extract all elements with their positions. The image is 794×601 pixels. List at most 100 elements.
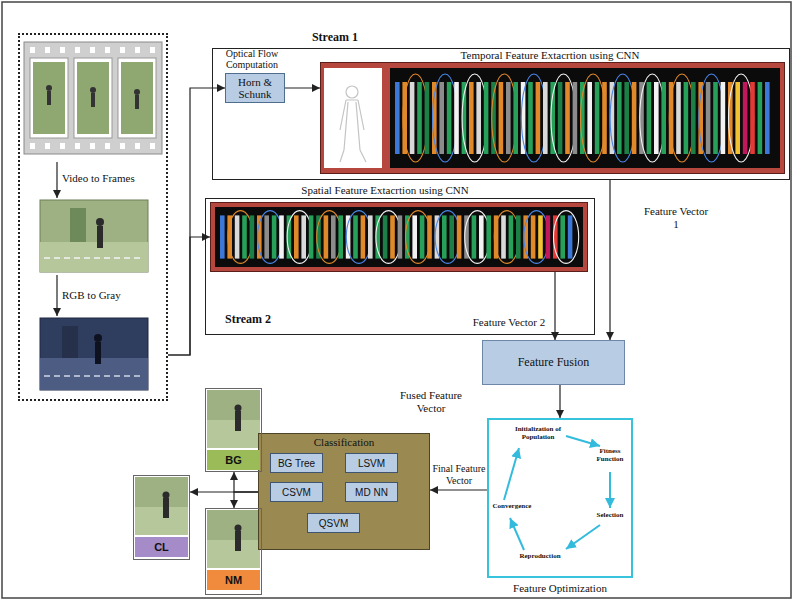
box-label: QSVM xyxy=(317,518,350,529)
cnn-layer xyxy=(417,82,422,154)
output-frame xyxy=(207,510,260,568)
cnn-layer xyxy=(353,215,358,258)
cnn-layer xyxy=(617,82,622,154)
connector xyxy=(234,472,258,492)
cnn-layer xyxy=(721,82,726,154)
cnn-layers xyxy=(215,207,583,267)
cnn-layer xyxy=(743,82,748,154)
process-box: Feature Fusion xyxy=(482,340,625,385)
output-frame xyxy=(135,477,188,535)
box-label: CSVM xyxy=(280,487,313,498)
cnn-connection xyxy=(554,211,579,264)
output-tile: NM xyxy=(205,508,262,595)
connector xyxy=(554,272,555,340)
cnn-layer xyxy=(509,215,514,258)
box-label: Horn & Schunk xyxy=(226,76,284,100)
cnn-layer xyxy=(309,215,314,258)
cnn-layer xyxy=(486,215,491,258)
cnn-connection xyxy=(494,211,519,264)
cnn-connection xyxy=(346,211,371,264)
cnn-layer xyxy=(368,215,373,258)
cnn-layer xyxy=(454,82,459,154)
connector xyxy=(430,489,487,490)
node-text: Stream 2 xyxy=(225,313,305,326)
cnn-layer xyxy=(220,215,225,258)
edge-label: Fused Feature Vector xyxy=(392,389,470,414)
cnn-connection xyxy=(640,74,665,162)
node-text: NM xyxy=(207,570,260,590)
connector xyxy=(559,385,560,418)
classifier-group: ClassificationBG TreeLSVMCSVMMD NNQSVM xyxy=(258,433,430,550)
cnn-layer xyxy=(602,82,607,154)
classifier-box: QSVM xyxy=(307,513,360,533)
node-text: Initialization of Population xyxy=(509,426,567,441)
connector xyxy=(285,87,320,88)
gray-frame xyxy=(40,318,148,390)
cnn-connection xyxy=(465,211,490,264)
connector xyxy=(234,492,258,508)
cnn-layer xyxy=(242,215,247,258)
node-text: Reproduction xyxy=(512,553,568,561)
cnn-connection xyxy=(376,211,401,264)
cnn-layer xyxy=(272,215,277,258)
cnn-layer xyxy=(499,82,504,154)
classifier-box: CSVM xyxy=(270,482,323,502)
cnn-layer xyxy=(301,215,306,258)
cnn-layer xyxy=(476,82,481,154)
optimization-box: Initialization of PopulationFitness Func… xyxy=(487,418,633,578)
cnn-layer xyxy=(531,215,536,258)
cnn-background xyxy=(390,68,780,168)
cnn-layer xyxy=(410,82,415,154)
cnn-layer xyxy=(624,82,629,154)
cnn-layer xyxy=(412,215,417,258)
cnn-layer xyxy=(573,82,578,154)
process-box: Optical Flow ComputationHorn & Schunk xyxy=(225,73,285,103)
step-arrow xyxy=(56,162,57,198)
cnn-layer xyxy=(536,82,541,154)
ga-cycle-arrows xyxy=(504,436,610,550)
node-text: Optical Flow Computation xyxy=(210,48,294,70)
cnn-panel xyxy=(320,62,785,174)
node-text: Video to Frames xyxy=(62,172,162,184)
cnn-connection xyxy=(406,211,431,264)
cnn-layer xyxy=(654,82,659,154)
cnn-connection xyxy=(228,211,253,264)
cnn-connection xyxy=(699,74,724,162)
cnn-layer xyxy=(457,215,462,258)
step-arrow xyxy=(56,275,57,316)
node-text: RGB to Gray xyxy=(62,289,162,301)
cnn-layer xyxy=(398,215,403,258)
connector xyxy=(609,180,610,340)
cnn-connection xyxy=(433,74,458,162)
cnn-layer xyxy=(264,215,269,258)
cnn-layer xyxy=(706,82,711,154)
edge-label: Final Feature Vector xyxy=(431,463,487,486)
cnn-layer xyxy=(390,215,395,258)
cnn-layer xyxy=(324,215,329,258)
stream-box: Stream 1Optical Flow ComputationHorn & S… xyxy=(212,48,790,180)
output-frame xyxy=(207,390,260,448)
cnn-layer xyxy=(546,215,551,258)
rgb-frame xyxy=(40,200,148,272)
node-text: CL xyxy=(135,537,188,557)
cnn-layer xyxy=(235,215,240,258)
edge-label: Feature Vector 1 xyxy=(640,205,712,230)
box-label: LSVM xyxy=(356,458,387,469)
cnn-layer xyxy=(439,82,444,154)
node-text: BG xyxy=(207,450,260,470)
cnn-connection xyxy=(403,74,428,162)
node-text: Temporal Feature Extacrtion using CNN xyxy=(410,49,690,61)
cnn-layer xyxy=(560,215,565,258)
node-text: Spatial Feature Extacrtion using CNN xyxy=(240,184,530,196)
node-text: Classification xyxy=(258,436,430,448)
cnn-layer xyxy=(479,215,484,258)
cnn-layer xyxy=(427,215,432,258)
cnn-connection xyxy=(669,74,694,162)
cnn-layer xyxy=(395,82,400,154)
cnn-layer xyxy=(750,82,755,154)
cnn-layer xyxy=(484,82,489,154)
cnn-layer xyxy=(558,82,563,154)
optical-flow-image xyxy=(324,68,382,168)
